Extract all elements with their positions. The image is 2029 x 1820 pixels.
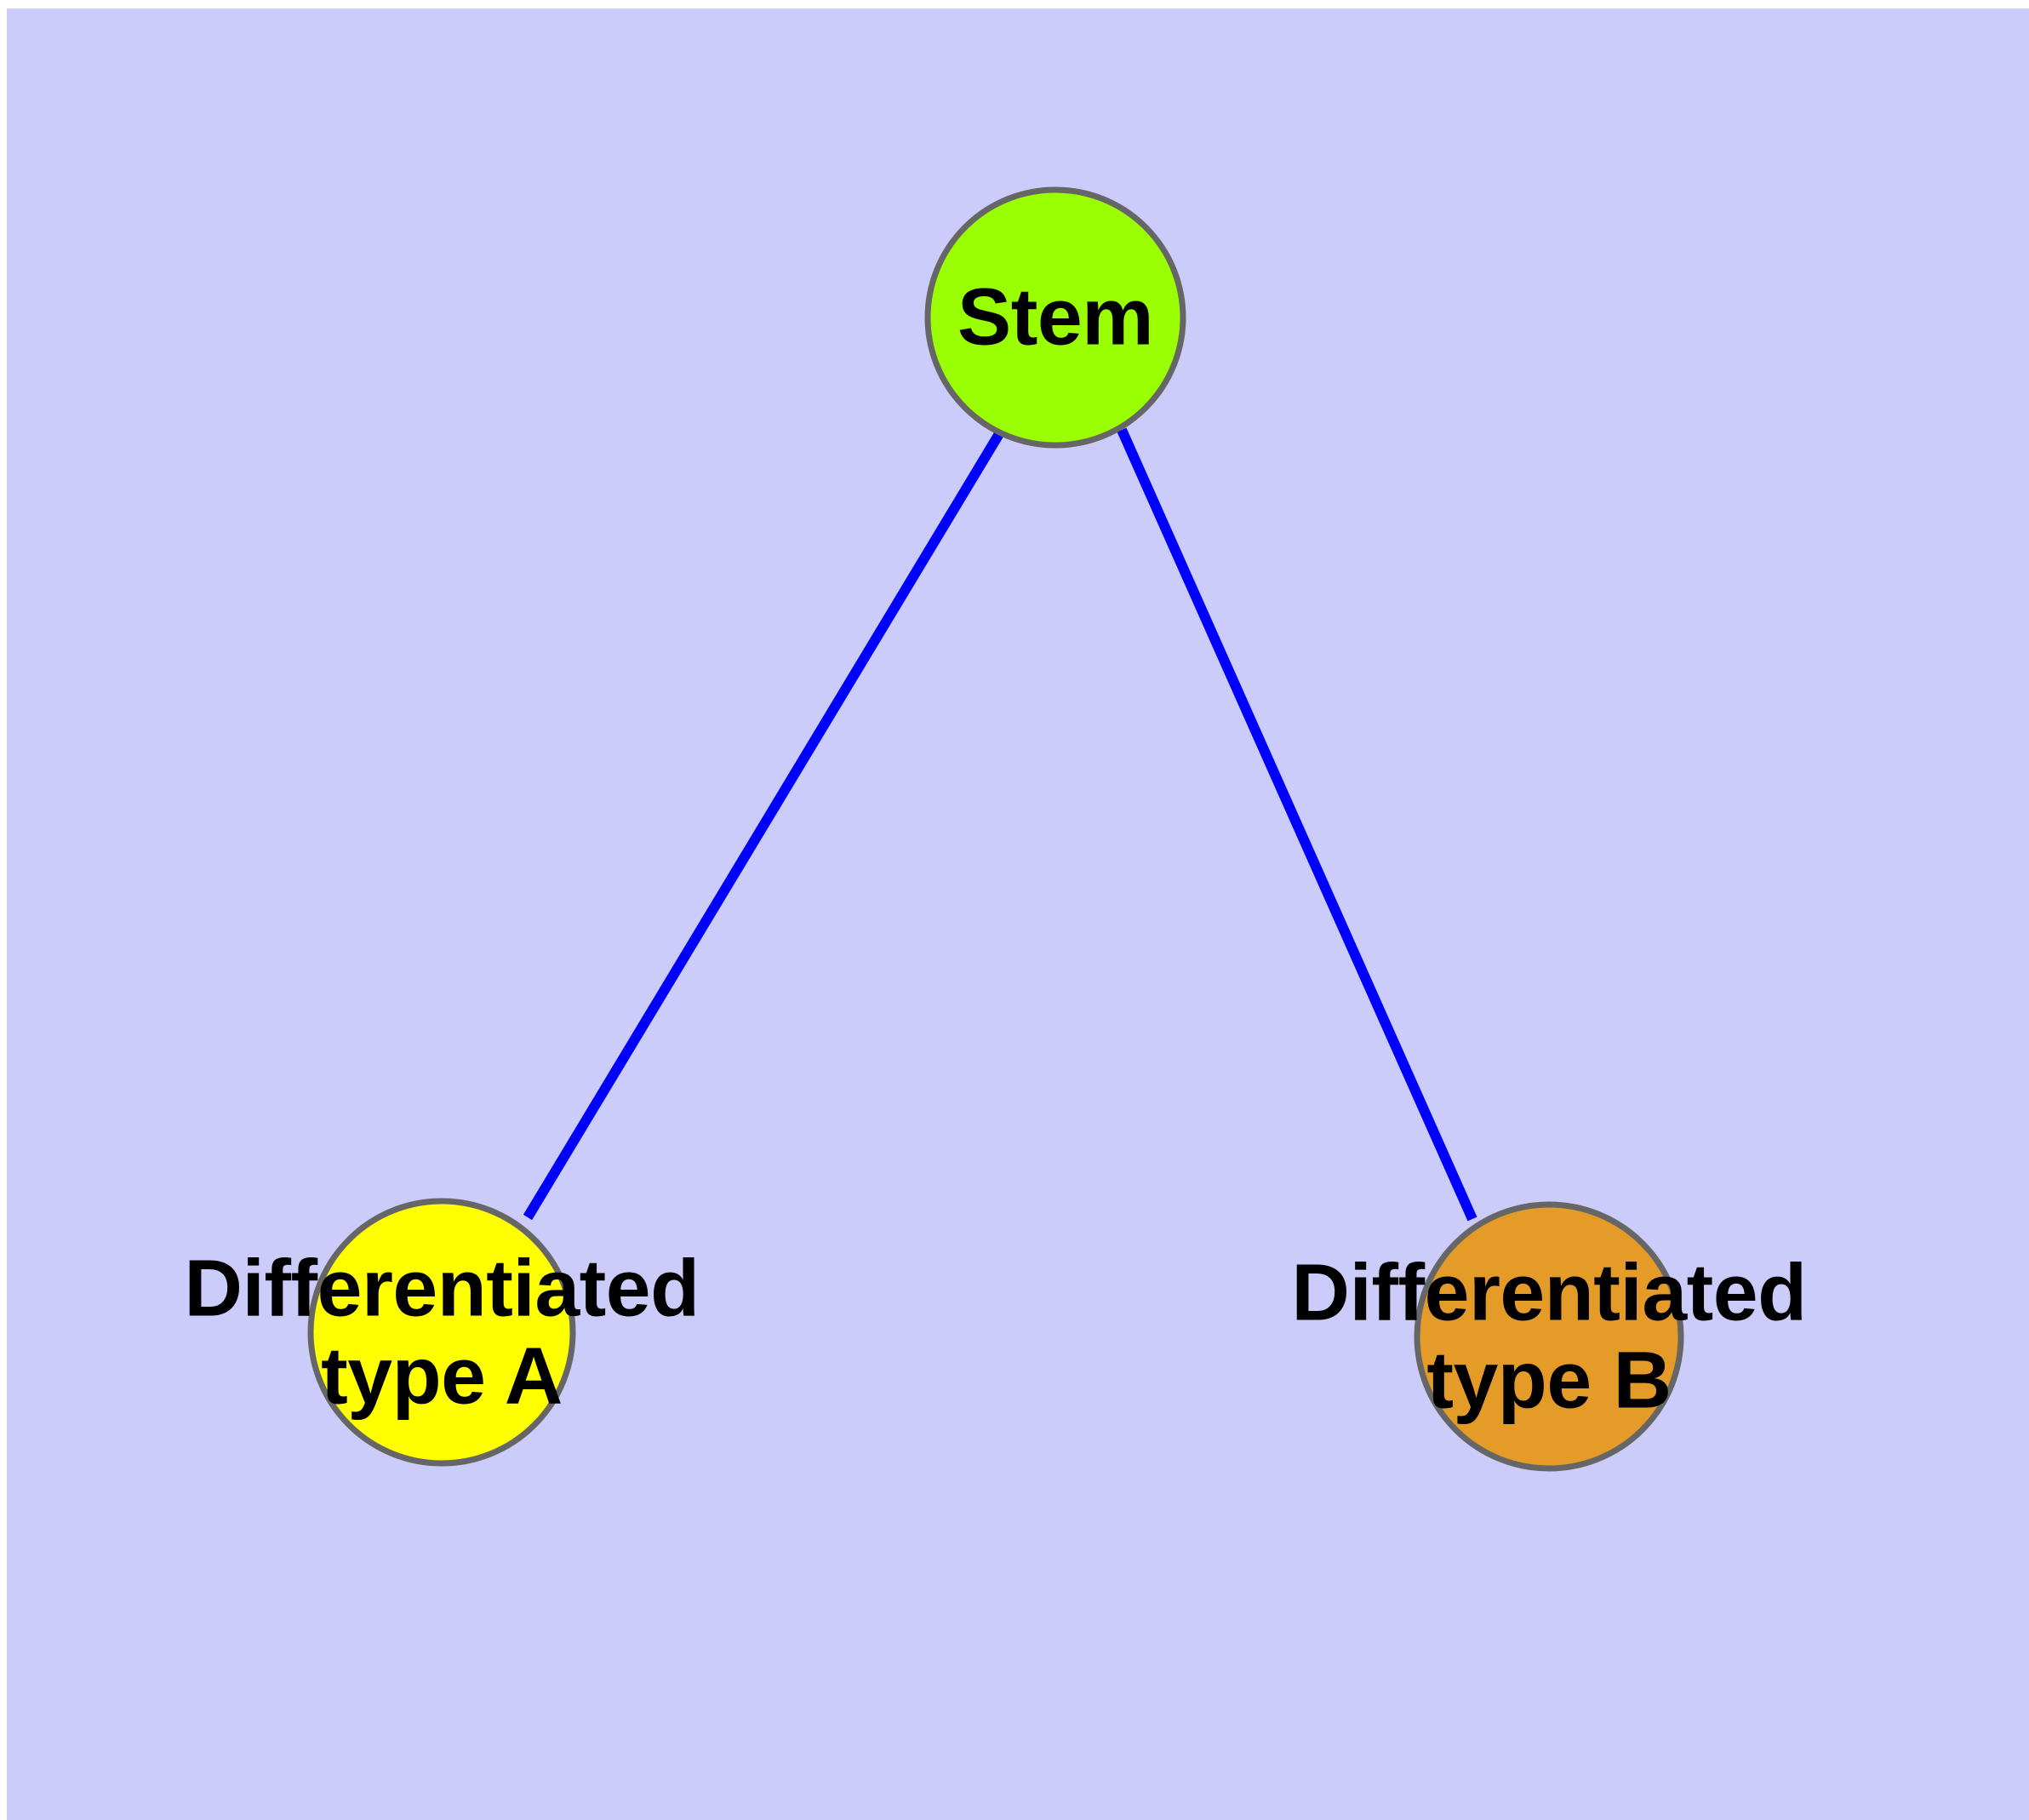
nodes-layer: [307, 186, 1684, 1472]
graph-edge: [1117, 427, 1477, 1222]
graph-edge: [523, 429, 1005, 1221]
edges-layer: [523, 427, 1477, 1222]
graph-node-diff_a[interactable]: [307, 1198, 576, 1467]
graph-node-diff_b[interactable]: [1414, 1201, 1684, 1472]
graph-node-stem[interactable]: [924, 186, 1186, 449]
